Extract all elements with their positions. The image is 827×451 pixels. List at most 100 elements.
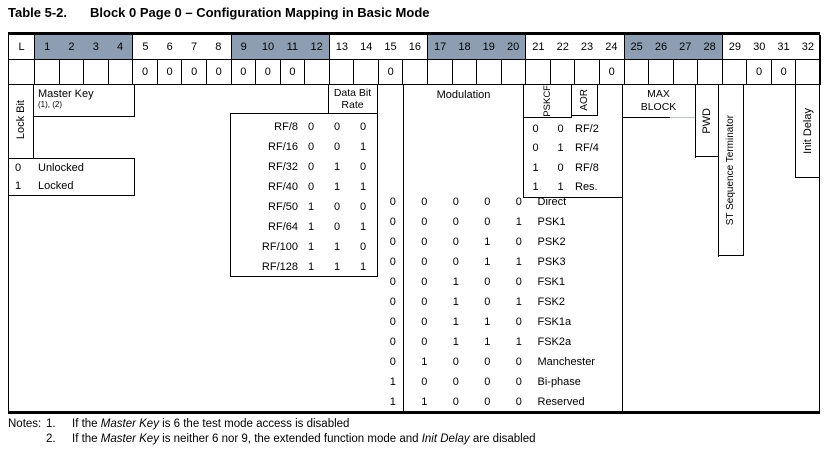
modulation-row: 0 0 0 1 1 PSK3 — [377, 252, 621, 272]
bit-rate-row: RF/128 1 1 1 — [232, 257, 376, 277]
pskcf-row: 0 1 RF/4 — [523, 139, 622, 159]
bit-rate-label: RF/32 — [268, 161, 298, 173]
modulation-table: 0 0 0 0 0 Direct 0 0 0 0 1 PSK1 0 0 0 1 — [377, 192, 621, 412]
modulation-mode-label: Reserved — [537, 396, 585, 408]
notes-section: Notes: 1. If the Master Key is 6 the tes… — [8, 417, 536, 447]
right-region-left-line — [622, 85, 623, 412]
bit-value-cell — [551, 60, 576, 84]
modulation-bit-17: 1 — [421, 356, 428, 368]
bit-number-cell: 15 — [384, 41, 397, 53]
modulation-bit-16: 0 — [389, 216, 396, 228]
bit-value-cell — [9, 60, 35, 84]
modulation-row: 0 0 1 1 1 FSK2a — [377, 332, 621, 352]
modulation-bit-20: 1 — [515, 256, 522, 268]
bit-rate-bit-15: 1 — [359, 221, 367, 233]
bit-number-cell: 5 — [142, 41, 149, 53]
note-1: Notes: 1. If the Master Key is 6 the tes… — [8, 417, 536, 432]
aor-label: AOR — [578, 89, 590, 111]
bit-value-cell — [625, 60, 650, 84]
bit-rate-bit-13: 0 — [307, 121, 315, 133]
bit-value-cell — [428, 60, 453, 84]
bit-number-cell: 24 — [599, 35, 625, 59]
modulation-bit-18: 0 — [452, 356, 459, 368]
pskcf-row: 0 0 RF/2 — [523, 119, 622, 139]
modulation-field: Modulation — [436, 89, 491, 101]
modulation-bit-16: 0 — [389, 196, 396, 208]
bit-rate-bit-15: 0 — [359, 121, 367, 133]
bit-number-cell: 31 — [777, 41, 790, 53]
bit-number-cell: 28 — [697, 35, 723, 59]
pskcf-table: 0 0 RF/2 0 1 RF/4 1 0 RF/8 1 1 Res. — [523, 119, 622, 197]
modulation-bit-20: 0 — [515, 316, 522, 328]
modulation-bit-18: 0 — [452, 196, 459, 208]
lock-legend-bit: 1 — [14, 180, 22, 192]
bit-rate-bit-14: 1 — [333, 261, 341, 273]
init-delay-field: Init Delay — [795, 85, 819, 178]
modulation-bit-18: 1 — [452, 316, 459, 328]
pskcf-bit-22: 0 — [557, 122, 564, 135]
bit-number-cell: 2 — [59, 35, 84, 59]
table-right-border — [819, 32, 820, 414]
modulation-bit-20: 0 — [515, 196, 522, 208]
bit-value-cell — [796, 60, 821, 84]
data-bit-rate-cell-right-line — [377, 85, 378, 113]
modulation-bit-18: 1 — [452, 336, 459, 348]
pskcf-row: 1 1 Res. — [523, 178, 622, 198]
lock-bit-field: Lock Bit — [8, 88, 33, 152]
bit-value-cell: 0 — [281, 60, 306, 84]
table-number: Table 5-2. — [8, 5, 68, 20]
max-block-pwd-divider-line — [695, 85, 696, 158]
bit-value-cell — [674, 60, 699, 84]
modulation-bit-16: 0 — [389, 356, 396, 368]
bit-value-cell — [84, 60, 109, 84]
bit-rate-bit-15: 0 — [359, 201, 367, 213]
modulation-bit-19: 1 — [484, 236, 491, 248]
modulation-region-right-line — [523, 85, 524, 198]
bit-number-cell: 30 — [753, 41, 766, 53]
modulation-row: 1 1 0 0 0 Reserved — [377, 392, 621, 412]
bit-rate-row: RF/50 1 0 0 — [232, 197, 376, 217]
data-bit-rate-cell-left-line — [328, 85, 329, 113]
note-1-number: 1. — [46, 418, 56, 430]
master-key-field: Master Key (1), (2) — [33, 85, 135, 117]
data-bit-rate-label-line2: Rate — [341, 99, 364, 111]
modulation-bit-18: 0 — [452, 236, 459, 248]
pskcf-bit-21: 0 — [532, 142, 539, 155]
modulation-bit-17: 0 — [421, 196, 428, 208]
pwd-label: PWD — [700, 107, 713, 134]
bit-value-cell — [35, 60, 60, 84]
max-block-bottom-line — [622, 117, 670, 118]
st-sequence-terminator-label: ST Sequence Terminator — [725, 114, 736, 226]
bit-number-cell: 3 — [83, 35, 108, 59]
note-1-text: If the Master Key is 6 the test mode acc… — [72, 418, 350, 430]
modulation-bit-17: 1 — [421, 396, 428, 408]
modulation-row: 0 0 0 0 1 PSK1 — [377, 212, 621, 232]
bit-rate-bit-14: 0 — [333, 221, 341, 233]
bit-value-cell: 0 — [182, 60, 207, 84]
lock-legend-label: Unlocked — [38, 162, 84, 174]
lock-legend: 0 Unlocked 1 Locked — [8, 158, 135, 196]
modulation-row: 1 0 0 0 0 Bi-phase — [377, 372, 621, 392]
bit-rate-bit-15: 0 — [359, 161, 367, 173]
bit-number-cell: 12 — [304, 35, 330, 59]
bit-value-cell: 0 — [379, 60, 404, 84]
lock-column-header: L — [9, 35, 35, 59]
pskcf-table-bottom-line — [523, 197, 622, 198]
bit-rate-row: RF/40 0 1 1 — [232, 177, 376, 197]
modulation-mode-label: Manchester — [537, 356, 595, 368]
modulation-bit-17: 0 — [421, 276, 428, 288]
bit-value-cell: 0 — [207, 60, 232, 84]
bit-value-cell — [723, 60, 748, 84]
bit-number-cell: 13 — [335, 41, 349, 53]
modulation-bit-16: 1 — [389, 396, 396, 408]
bit-number-row: L 1 2 3 4 5 6 7 8 9 10 11 12 13 14 — [8, 35, 821, 60]
modulation-bit-16: 0 — [389, 316, 396, 328]
bit-rate-label: RF/64 — [268, 221, 298, 233]
modulation-bit-18: 1 — [452, 276, 459, 288]
bit-rate-bit-14: 0 — [333, 201, 341, 213]
bit-number-cell: 18 — [452, 35, 477, 59]
master-key-note-refs: (1), (2) — [38, 100, 62, 109]
modulation-bit-16: 1 — [389, 376, 396, 388]
bit-number-cell: 1 — [35, 35, 60, 59]
modulation-bit-20: 1 — [515, 336, 522, 348]
